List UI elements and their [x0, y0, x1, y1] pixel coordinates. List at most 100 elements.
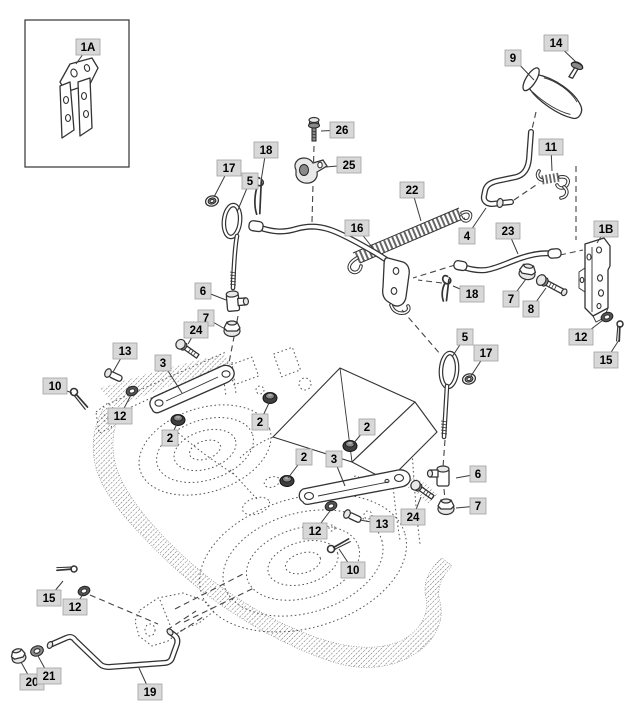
callout-24: 24	[183, 321, 209, 345]
hex-bolt	[410, 479, 435, 500]
callout-8: 8	[522, 287, 547, 318]
hex-bolt	[175, 338, 200, 359]
inset-box-1a	[24, 19, 130, 168]
svg-text:15: 15	[600, 355, 613, 367]
svg-text:7: 7	[508, 294, 514, 306]
callout-15: 15	[593, 339, 620, 369]
link-arm-lower	[298, 469, 411, 506]
lock-nut	[262, 392, 278, 404]
svg-text:2: 2	[364, 422, 370, 434]
thread-marks	[440, 420, 448, 435]
callout-22: 22	[399, 181, 425, 222]
flange-nut	[518, 263, 537, 281]
shoulder-bolt	[535, 274, 568, 297]
svg-text:3: 3	[331, 454, 337, 466]
lift-rod-long	[248, 220, 411, 315]
callout-26: 26	[320, 121, 355, 139]
svg-text:5: 5	[247, 176, 254, 188]
svg-text:10: 10	[347, 565, 360, 577]
svg-text:11: 11	[545, 142, 558, 154]
callout-7: 7	[502, 278, 527, 308]
callout-6: 6	[455, 465, 487, 483]
svg-text:9: 9	[510, 53, 516, 65]
callout-9: 9	[504, 49, 535, 81]
assembly-dash-lines	[89, 111, 584, 638]
clevis-pin	[104, 368, 123, 382]
svg-text:24: 24	[407, 512, 420, 524]
flange-nut	[223, 320, 241, 338]
callout-18: 18	[253, 141, 279, 182]
link-arm-upper	[149, 364, 235, 414]
callout-19: 19	[137, 667, 163, 701]
callout-3: 3	[325, 450, 346, 487]
callout-12: 12	[62, 593, 88, 616]
bracket-1a	[59, 57, 99, 139]
handle-grip	[522, 67, 583, 120]
svg-text:5: 5	[462, 332, 469, 344]
callout-1B: 1B	[593, 220, 619, 244]
svg-text:24: 24	[190, 325, 203, 337]
washer-flat-right	[461, 373, 477, 385]
spring-small	[535, 169, 570, 200]
thread-marks	[229, 271, 237, 286]
svg-text:21: 21	[43, 671, 56, 683]
clevis-pin	[343, 509, 362, 523]
washer	[77, 585, 91, 597]
svg-text:18: 18	[260, 145, 273, 157]
callout-15: 15	[36, 580, 64, 607]
svg-text:17: 17	[223, 163, 236, 175]
svg-text:20: 20	[26, 677, 39, 689]
lift-lever-rod	[480, 129, 534, 209]
svg-text:14: 14	[550, 38, 563, 50]
deck-skirt-band	[92, 406, 453, 668]
washer	[125, 385, 139, 397]
callout-13: 13	[112, 342, 138, 373]
callout-21: 21	[36, 655, 62, 685]
callout-10: 10	[42, 377, 73, 395]
callout-16: 16	[344, 219, 373, 248]
svg-text:3: 3	[160, 358, 166, 370]
callout-24: 24	[400, 496, 426, 526]
svg-text:12: 12	[575, 332, 588, 344]
trunnion-right	[426, 465, 450, 487]
callout-1A: 1A	[75, 38, 101, 65]
svg-text:12: 12	[69, 602, 82, 614]
callout-17: 17	[213, 159, 242, 198]
extension-spring	[347, 207, 473, 275]
j-rod-left	[221, 202, 243, 291]
stabilizer-rod	[46, 628, 181, 670]
deck-spindle-right	[199, 493, 407, 633]
svg-text:15: 15	[43, 593, 56, 605]
svg-text:16: 16	[351, 223, 364, 235]
bolt-small	[308, 116, 320, 142]
svg-text:7: 7	[475, 501, 481, 513]
lock-nut	[170, 414, 186, 426]
callout-10: 10	[338, 548, 366, 579]
callout-12: 12	[107, 394, 133, 425]
svg-text:13: 13	[119, 346, 132, 358]
callout-2: 2	[287, 448, 313, 479]
j-rod-right	[438, 350, 460, 440]
svg-text:18: 18	[466, 289, 479, 301]
callout-2: 2	[352, 418, 376, 445]
callout-11: 11	[538, 138, 564, 172]
callout-25: 25	[325, 156, 362, 174]
cotter-pin-small	[56, 565, 78, 573]
svg-text:13: 13	[376, 519, 389, 531]
svg-text:26: 26	[336, 125, 349, 137]
svg-text:7: 7	[203, 313, 209, 325]
callout-3: 3	[154, 354, 183, 394]
callout-14: 14	[543, 34, 577, 63]
lock-washer	[30, 645, 44, 657]
svg-text:6: 6	[475, 469, 481, 481]
cotter-pin	[69, 387, 89, 410]
cotter-pin	[326, 538, 351, 554]
callout-6: 6	[194, 282, 227, 301]
svg-text:2: 2	[257, 417, 263, 429]
trunnion-left	[225, 290, 250, 312]
callout-12: 12	[568, 319, 604, 346]
flange-nut	[437, 498, 455, 516]
